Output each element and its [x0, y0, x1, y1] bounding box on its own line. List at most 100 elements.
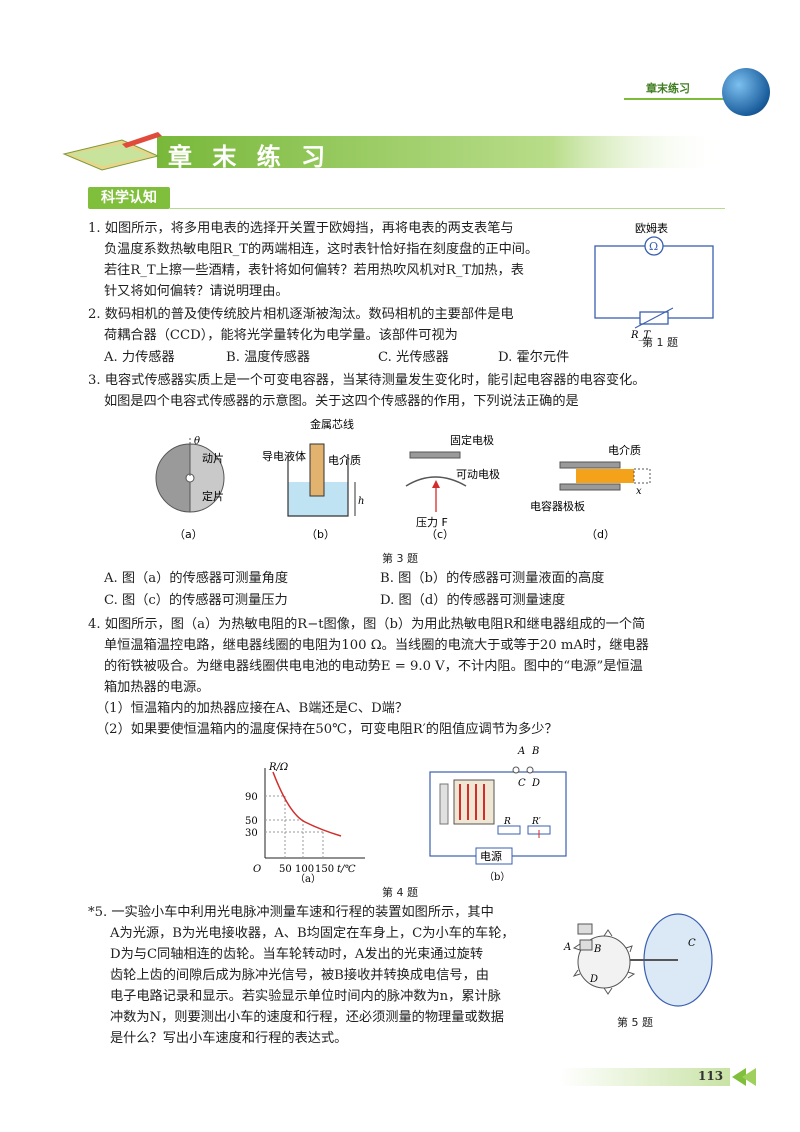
svg-text:C: C	[688, 938, 696, 949]
figure-q3-sensors: θ 动片 定片 （a） 金属芯线 导电液体 电介质 h （b） 固定电极 可动电…	[155, 417, 651, 541]
q5-line: A为光源，B为光电接收器，A、B均固定在车身上，C为小车的车轮，	[110, 926, 515, 941]
q2-option-b: B. 温度传感器	[226, 350, 311, 365]
q3-option-a: A. 图（a）的传感器可测量角度	[104, 571, 289, 586]
svg-text:定片: 定片	[202, 489, 224, 503]
svg-text:金属芯线: 金属芯线	[310, 417, 354, 431]
q1-line: 1. 如图所示，将多用电表的选择开关置于欧姆挡，再将电表的两支表笔与	[88, 221, 514, 236]
svg-text:θ: θ	[194, 436, 200, 447]
svg-text:x: x	[636, 486, 642, 497]
fixed-electrode-icon	[409, 451, 461, 459]
svg-text:50: 50	[245, 816, 258, 827]
svg-text:固定电极: 固定电极	[450, 433, 494, 447]
svg-text:100: 100	[295, 864, 314, 875]
svg-text:D: D	[589, 974, 598, 985]
footer-bar	[560, 1068, 756, 1086]
question-4: 4. 如图所示，图（a）为热敏电阻的R−t图像，图（b）为用此热敏电阻R和继电器…	[88, 614, 728, 740]
svg-text:h: h	[358, 496, 364, 507]
q1-line: 若往R_T上擦一些酒精，表针将如何偏转？若用热吹风机对R_T加热，表	[104, 263, 524, 278]
svg-text:电源: 电源	[480, 849, 502, 863]
figure-caption: 第 1 题	[642, 336, 678, 349]
power-source-icon	[475, 847, 513, 865]
svg-text:电介质: 电介质	[328, 454, 361, 467]
svg-text:30: 30	[245, 828, 258, 839]
svg-text:O: O	[253, 864, 261, 875]
svg-text:A: A	[563, 942, 571, 953]
svg-text:压力 F: 压力 F	[416, 516, 448, 529]
running-header-chapter: 章末练习	[646, 82, 690, 95]
svg-text:电介质: 电介质	[608, 444, 641, 457]
svg-text:（a）: （a）	[295, 873, 321, 884]
q5-line: *5. 一实验小车中利用光电脉冲测量车速和行程的装置如图所示，其中	[88, 905, 494, 920]
svg-text:90: 90	[245, 792, 258, 803]
svg-text:（a）: （a）	[174, 528, 203, 541]
svg-text:t/℃: t/℃	[337, 864, 356, 875]
svg-text:电容器极板: 电容器极板	[530, 499, 585, 513]
figure-q4-graph: R/Ω t/℃ O 90 50 30 50 100 150 （a）	[245, 762, 365, 884]
svg-text:R: R	[503, 817, 511, 827]
svg-text:R′: R′	[531, 817, 541, 827]
q4-line: 的衔铁被吸合。为继电器线圈供电电池的电动势E = 9.0 V，不计内阻。图中的“…	[104, 659, 643, 674]
svg-text:（b）: （b）	[306, 528, 335, 541]
figure-caption: 第 5 题	[617, 1016, 653, 1029]
q3-line: 3. 电容式传感器实质上是一个可变电容器，当某待测量发生变化时，能引起电容器的电…	[88, 373, 646, 388]
section-tag: 科学认知	[88, 187, 170, 209]
svg-text:（c）: （c）	[426, 528, 454, 541]
q2-line: 2. 数码相机的普及使传统胶片相机逐渐被淘汰。数码相机的主要部件是电	[88, 307, 514, 322]
moving-plate-icon	[189, 443, 225, 513]
svg-text:Ω: Ω	[649, 240, 658, 253]
question-3: 3. 电容式传感器实质上是一个可变电容器，当某待测量发生变化时，能引起电容器的电…	[88, 370, 728, 412]
svg-text:（d）: （d）	[586, 528, 615, 541]
svg-text:A: A	[517, 746, 525, 757]
svg-text:R/Ω: R/Ω	[268, 762, 288, 773]
q4-line: 箱加热器的电源。	[104, 680, 210, 695]
q5-line: 冲数为N，则要测出小车的速度和行程，还必须测量的物理量或数据	[110, 1010, 504, 1025]
q5-line: 是什么？写出小车速度和行程的表达式。	[110, 1031, 348, 1046]
svg-text:导电液体: 导电液体	[262, 449, 306, 463]
ohmmeter-label: 欧姆表	[635, 221, 668, 235]
q4-sub-question: （2）如果要使恒温箱内的温度保持在50℃，可变电阻R′的阻值应调节为多少？	[96, 722, 558, 737]
svg-text:D: D	[531, 778, 540, 789]
fixed-plate-icon	[155, 443, 191, 513]
chapter-title: 章 末 练 习	[168, 143, 332, 171]
q4-line: 单恒温箱温控电路，继电器线圈的电阻为100 Ω。当线圈的电流大于或等于20 mA…	[104, 638, 649, 653]
figure-q1-circuit: 欧姆表 Ω R_T	[594, 221, 714, 341]
rt-curve	[272, 771, 342, 837]
running-header-rule	[624, 98, 734, 100]
globe-logo-icon	[722, 68, 770, 116]
svg-text:50: 50	[279, 864, 292, 875]
q3-option-c: C. 图（c）的传感器可测量压力	[104, 593, 288, 608]
q3-line: 如图是四个电容式传感器的示意图。关于这四个传感器的作用，下列说法正确的是	[104, 394, 579, 409]
section-rule	[170, 208, 725, 209]
svg-text:R_T: R_T	[630, 330, 652, 341]
svg-text:B: B	[531, 746, 539, 757]
svg-text:（b）: （b）	[484, 871, 510, 883]
metal-core-icon	[309, 443, 325, 497]
question-5: *5. 一实验小车中利用光电脉冲测量车速和行程的装置如图所示，其中 A为光源，B…	[88, 902, 548, 1049]
svg-text:B: B	[593, 944, 601, 955]
q3-option-b: B. 图（b）的传感器可测量液面的高度	[380, 571, 605, 586]
q1-line: 针又将如何偏转？请说明理由。	[104, 284, 289, 299]
svg-text:C: C	[518, 778, 526, 789]
q1-line: 负温度系数热敏电阻R_T的两端相连，这时表针恰好指在刻度盘的正中间。	[104, 242, 539, 257]
q3-option-d: D. 图（d）的传感器可测量速度	[380, 593, 566, 608]
q2-option-a: A. 力传感器	[104, 350, 175, 365]
q2-option-d: D. 霍尔元件	[498, 350, 570, 365]
q2-line: 荷耦合器（CCD），能将光学量转化为电学量。该部件可视为	[104, 328, 458, 343]
question-2: 2. 数码相机的普及使传统胶片相机逐渐被淘汰。数码相机的主要部件是电 荷耦合器（…	[88, 304, 588, 346]
figure-q5-wheel: A B C D	[563, 913, 713, 1007]
q4-sub-question: （1）恒温箱内的加热器应接在A、B端还是C、D端？	[96, 701, 409, 716]
question-1: 1. 如图所示，将多用电表的选择开关置于欧姆挡，再将电表的两支表笔与 负温度系数…	[88, 218, 588, 302]
svg-text:可动电极: 可动电极	[456, 467, 500, 481]
q5-line: 齿轮上齿的间隙后成为脉冲光信号，被B接收并转换成电信号，由	[110, 968, 489, 983]
movable-electrode-icon	[405, 476, 467, 487]
svg-text:150: 150	[315, 864, 334, 875]
figure-q4-circuit: A B C D R R′ 电源 （b）	[429, 746, 567, 883]
q4-line: 4. 如图所示，图（a）为热敏电阻的R−t图像，图（b）为用此热敏电阻R和继电器…	[88, 617, 646, 632]
svg-text:动片: 动片	[202, 452, 224, 465]
figure-caption: 第 4 题	[382, 886, 418, 899]
chapter-banner	[62, 132, 722, 171]
page-number: 113	[698, 1069, 724, 1083]
q2-option-c: C. 光传感器	[378, 350, 449, 365]
ohmmeter-icon	[644, 236, 664, 256]
dielectric-icon	[576, 469, 634, 483]
